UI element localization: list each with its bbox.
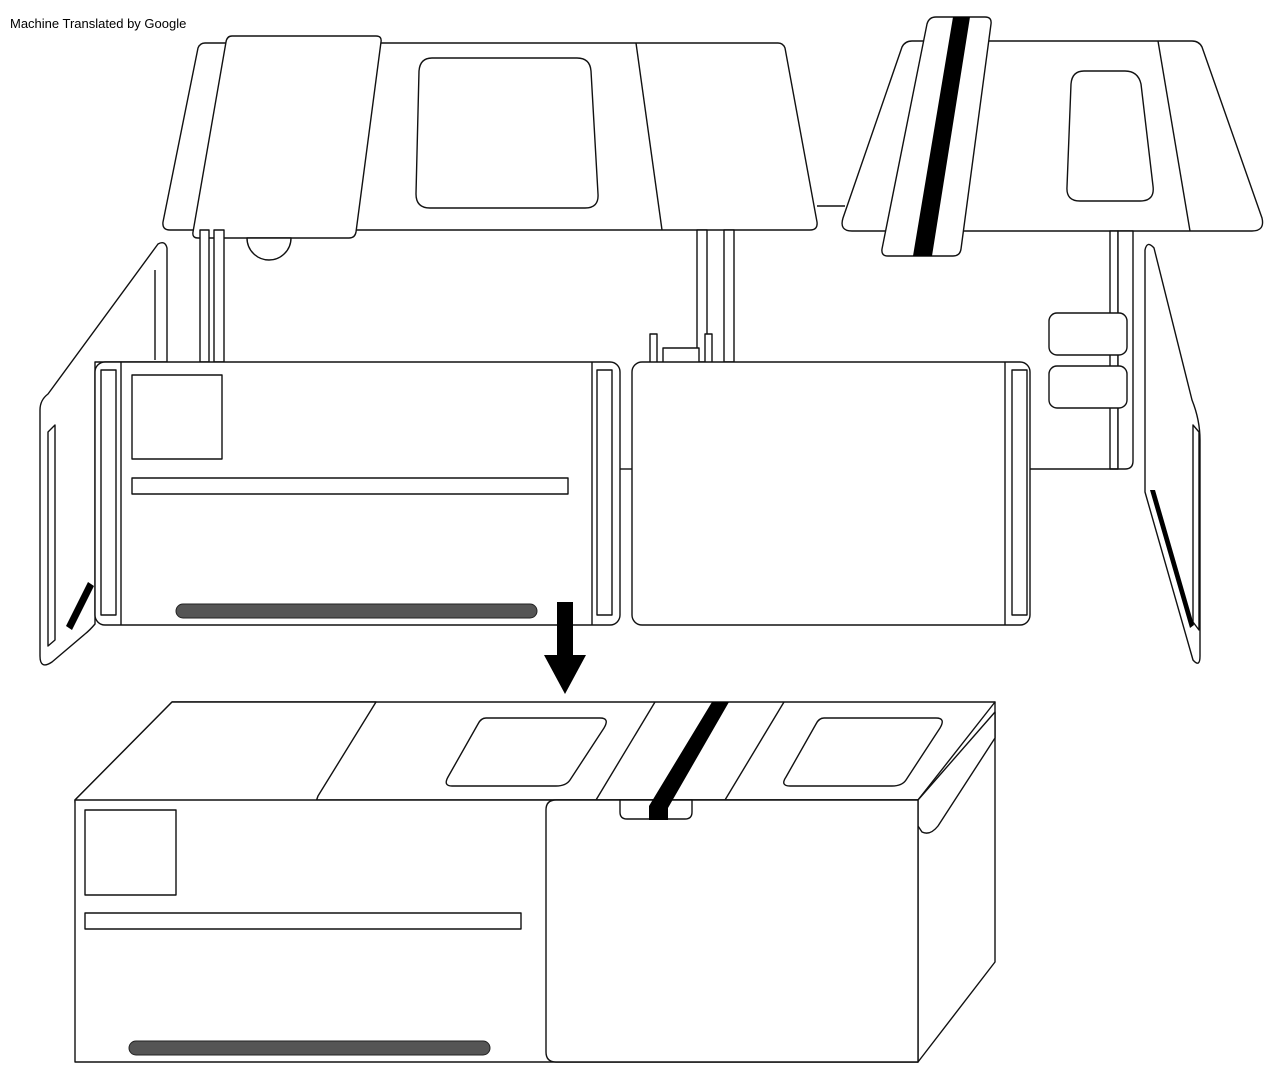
right-back-strip — [1029, 230, 1134, 470]
front-panel — [94, 361, 621, 626]
round-tab — [246, 237, 292, 261]
lid-window-right — [1066, 70, 1154, 202]
right-top-lid — [841, 16, 1264, 257]
side-tab-lower — [1048, 365, 1128, 409]
box-sealing-tape — [649, 702, 729, 820]
sealing-tape — [913, 17, 970, 256]
box-handle-strip — [128, 1040, 491, 1056]
lid-window-left — [415, 57, 599, 209]
center-tabs — [649, 333, 713, 364]
right-flap-strip — [1150, 490, 1194, 628]
label-line — [131, 477, 569, 495]
box-window-left — [445, 717, 607, 787]
handle-strip — [175, 603, 538, 619]
right-side-flap — [1144, 243, 1201, 664]
box-window-right — [783, 717, 943, 787]
left-top-lid — [162, 35, 818, 239]
machine-translated-banner: Machine Translated by Google — [10, 16, 187, 31]
box-label-line — [84, 912, 522, 930]
down-arrow-icon — [544, 602, 586, 694]
label-box — [131, 374, 223, 460]
assembled-box — [74, 701, 996, 1063]
box-side-tab — [917, 711, 996, 834]
left-side-flap — [39, 241, 168, 666]
side-tab-upper — [1048, 312, 1128, 356]
box-label-box — [84, 809, 177, 896]
left-flap-strip — [66, 582, 94, 630]
box-right-panel — [545, 799, 919, 1063]
back-panel — [631, 361, 1031, 626]
lid-overlay-flap — [192, 35, 382, 239]
